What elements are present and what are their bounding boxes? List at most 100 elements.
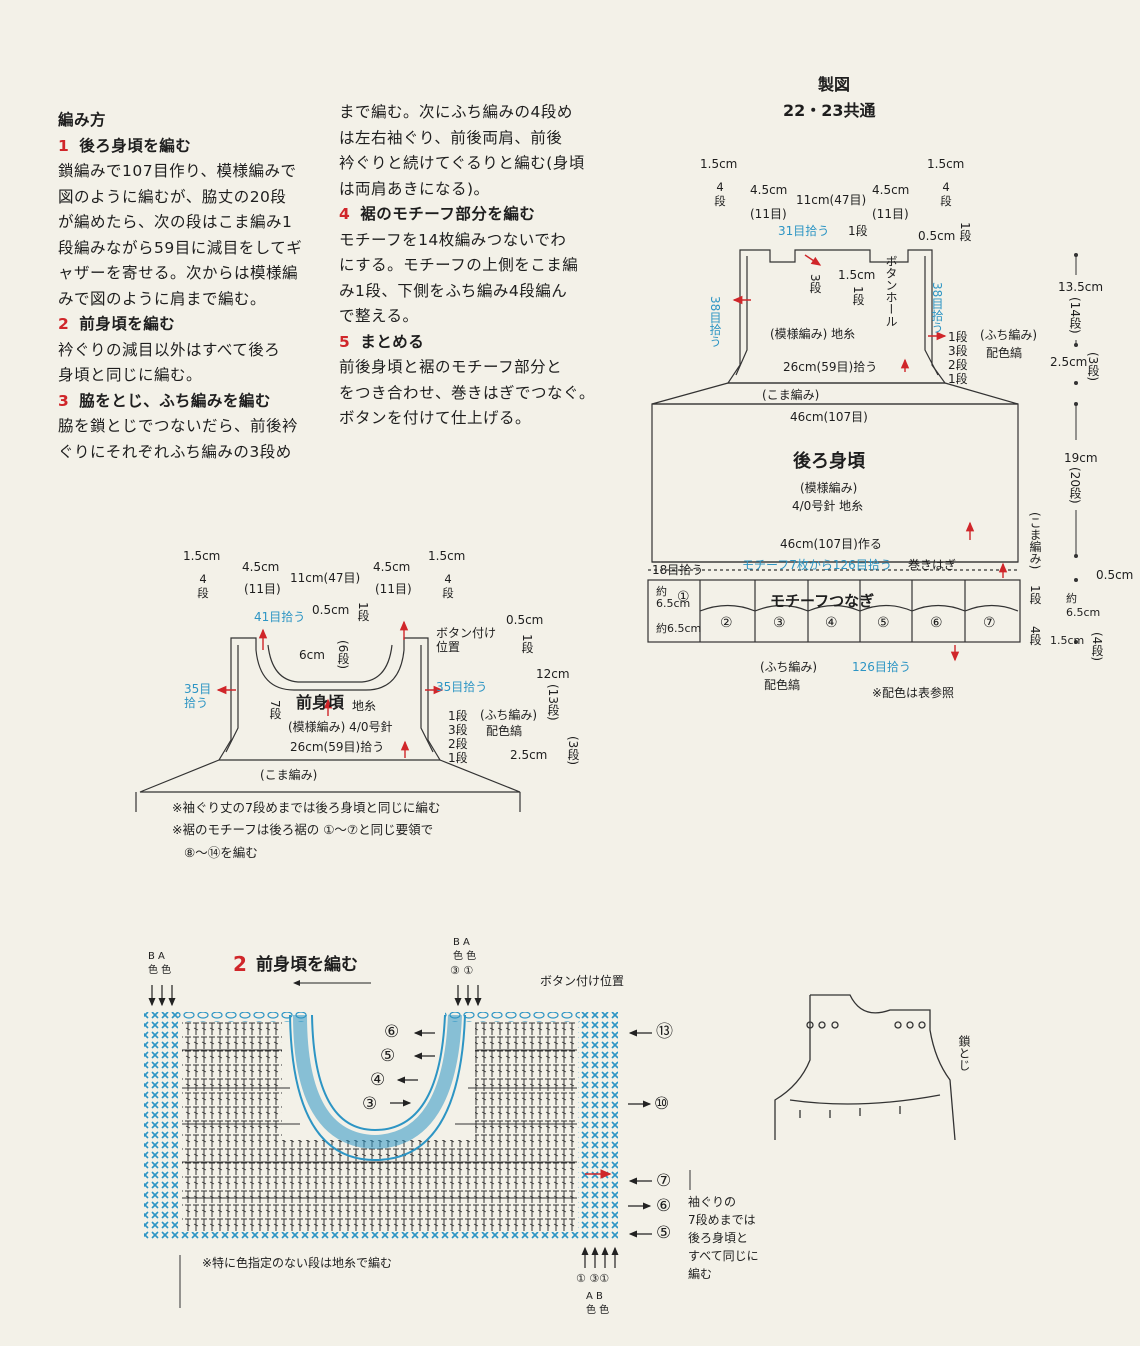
back-sub2: 4/0号針 地糸 xyxy=(792,499,864,513)
front-title: 前身頃 xyxy=(296,693,345,712)
back-right38: 38目拾う xyxy=(930,282,944,334)
front-r-1dan: 1段 xyxy=(520,634,534,654)
front-dim-e3: 段 xyxy=(442,586,454,600)
back-right-dim-3-rows: (20段) xyxy=(1068,467,1082,504)
front-r-12cm: 12cm xyxy=(536,667,570,681)
back-dim-e: 1.5cm xyxy=(927,157,965,171)
front-dim-e: 1.5cm xyxy=(428,549,466,563)
back-button-hole: ボタンホール xyxy=(884,255,898,327)
front-edge-row-3: 1段 xyxy=(448,751,468,765)
front-r-3: (3段) xyxy=(566,736,580,765)
chart-mid-nums: ③ ① xyxy=(450,964,474,977)
chart-right-row-10: ⑩ xyxy=(654,1094,670,1114)
back-cm15: 1.5cm xyxy=(838,268,876,282)
front-seven-dan: 7段 xyxy=(268,700,282,720)
step-heading: 1 後ろ身頃を編む xyxy=(58,134,318,160)
front-edge-label: (ふち編み) xyxy=(480,708,538,722)
back-koma: (こま編み) xyxy=(762,388,820,402)
instruction-line: みで図のように肩まで編む。 xyxy=(58,289,267,308)
back-motif-num-6: ⑥ xyxy=(930,615,943,631)
chart-number: 2 xyxy=(233,952,247,976)
chart-right-row-5: ⑤ xyxy=(656,1223,672,1243)
instruction-line: で整える。 xyxy=(339,307,419,325)
back-cast: 46cm(107目)作る xyxy=(780,537,882,551)
instruction-line: 段編みながら59目に減目をしてギ xyxy=(58,238,303,257)
front-edge-row-1: 3段 xyxy=(448,723,468,737)
back-dim-e3: 段 xyxy=(940,194,952,208)
chart-left-row-3: ③ xyxy=(362,1094,378,1114)
front-dim-a3: 段 xyxy=(197,586,209,600)
instruction-line: 脇を鎖とじでつないだら、前後衿 xyxy=(58,417,299,435)
chart-footer: ※特に色指定のない段は地糸で編む xyxy=(202,1256,393,1270)
back-edge-row-0: 1段 xyxy=(948,330,968,344)
front-note-3: ⑧～⑭を編む xyxy=(184,845,258,860)
crochet-chart xyxy=(144,1012,618,1240)
front-pick26: 26cm(59目)拾う xyxy=(290,740,385,754)
step-title: 後ろ身頃を編む xyxy=(79,136,192,155)
back-right-dim-3-cm: 19cm xyxy=(1064,451,1098,465)
seizu-subtitle: 22・23共通 xyxy=(783,101,876,120)
back-side-1dan: 1段 xyxy=(1028,585,1042,605)
back-body-diagram xyxy=(647,249,1021,643)
chart-bottom-color: 色 色 xyxy=(586,1305,610,1316)
instruction-line: は両肩あきになる)。 xyxy=(339,179,490,198)
chart-left-row-6: ⑥ xyxy=(384,1022,400,1042)
front-r-cm05: 0.5cm xyxy=(506,613,544,627)
instruction-line: 身頃と同じに編む。 xyxy=(58,366,203,384)
back-pick126: 126目拾う xyxy=(852,660,911,674)
chart-side-note-2: 後ろ身頃と xyxy=(688,1231,749,1245)
step-number: 2 xyxy=(58,315,70,333)
back-motif-num-2: ② xyxy=(720,615,733,631)
back-motif-num-4: ④ xyxy=(825,615,838,631)
back-motif-pick: モチーフ7枚から126目拾う xyxy=(742,558,892,572)
back-pick31: 31目拾う xyxy=(778,224,830,238)
seizu-title: 製図 xyxy=(818,75,851,94)
front-cm05: 0.5cm xyxy=(312,603,350,617)
instruction-line: をつき合わせ、巻きはぎでつなぐ。 xyxy=(339,383,596,402)
back-three-dan: 3段 xyxy=(808,274,822,294)
back-dim-d2: (11目) xyxy=(872,207,909,221)
back-right-dim-4-cm: 0.5cm xyxy=(1096,568,1134,582)
chart-bottom-ab: A B xyxy=(586,1291,603,1302)
instruction-line: 図のように編むが、脇丈の20段 xyxy=(58,187,287,206)
front-one-dan: 1段 xyxy=(356,602,370,622)
back-sub1: (模様編み) xyxy=(800,481,858,495)
chart-side-note-1: 7段めまでは xyxy=(688,1213,756,1227)
chart-ba-mid: B A xyxy=(453,937,470,948)
back-dim-a2: 4 xyxy=(716,180,724,194)
chart-bottom-nums: ① ③① xyxy=(576,1272,610,1285)
back-width46: 46cm(107目) xyxy=(790,410,868,424)
step-title: 脇をとじ、ふち編みを編む xyxy=(79,391,271,410)
back-dim-b2: (11目) xyxy=(750,207,787,221)
instructions-col2: まで編む。次にふち編みの4段めは左右袖ぐり、前後両肩、前後衿ぐりと続けてぐるりと… xyxy=(339,100,599,432)
back-one-dan-mid: 1段 xyxy=(851,286,865,306)
back-edge-row-2: 2段 xyxy=(948,358,968,372)
chart-right-row-7: ⑦ xyxy=(656,1171,672,1191)
back-makihagi: 巻きはぎ xyxy=(908,558,957,572)
front-edge-row-0: 1段 xyxy=(448,709,468,723)
back-dim-e2: 4 xyxy=(942,180,950,194)
back-dim-a: 1.5cm xyxy=(700,157,738,171)
step-number: 4 xyxy=(339,205,351,223)
back-dim-d: 4.5cm xyxy=(872,183,910,197)
front-edge-row-2: 2段 xyxy=(448,737,468,751)
back-haishoku: 配色縞 xyxy=(764,678,801,692)
step-number: 1 xyxy=(58,136,70,155)
step-title: 前身頃を編む xyxy=(79,315,176,333)
instruction-line: ぐりにそれぞれふち編みの3段め xyxy=(58,442,292,461)
back-side-4dan: 4段 xyxy=(1028,626,1042,646)
instruction-line: み1段、下側をふち編み4段編ん xyxy=(339,281,568,300)
back-note: ※配色は表参照 xyxy=(872,686,955,700)
instruction-line: が編めたら、次の段はこま編み1 xyxy=(58,213,293,231)
instruction-line: 前後身頃と裾のモチーフ部分と xyxy=(339,358,563,376)
front-pick41: 41目拾う xyxy=(254,610,306,624)
chart-left-row-5: ⑤ xyxy=(380,1046,396,1066)
back-right-dim-1-rows: (14段) xyxy=(1068,297,1082,334)
back-right-dim-6-cm: 1.5cm xyxy=(1050,634,1085,647)
front-r-13: (13段) xyxy=(546,684,560,721)
back-motif-num-1: ① xyxy=(677,589,690,605)
front-koma: (こま編み) xyxy=(260,768,318,782)
